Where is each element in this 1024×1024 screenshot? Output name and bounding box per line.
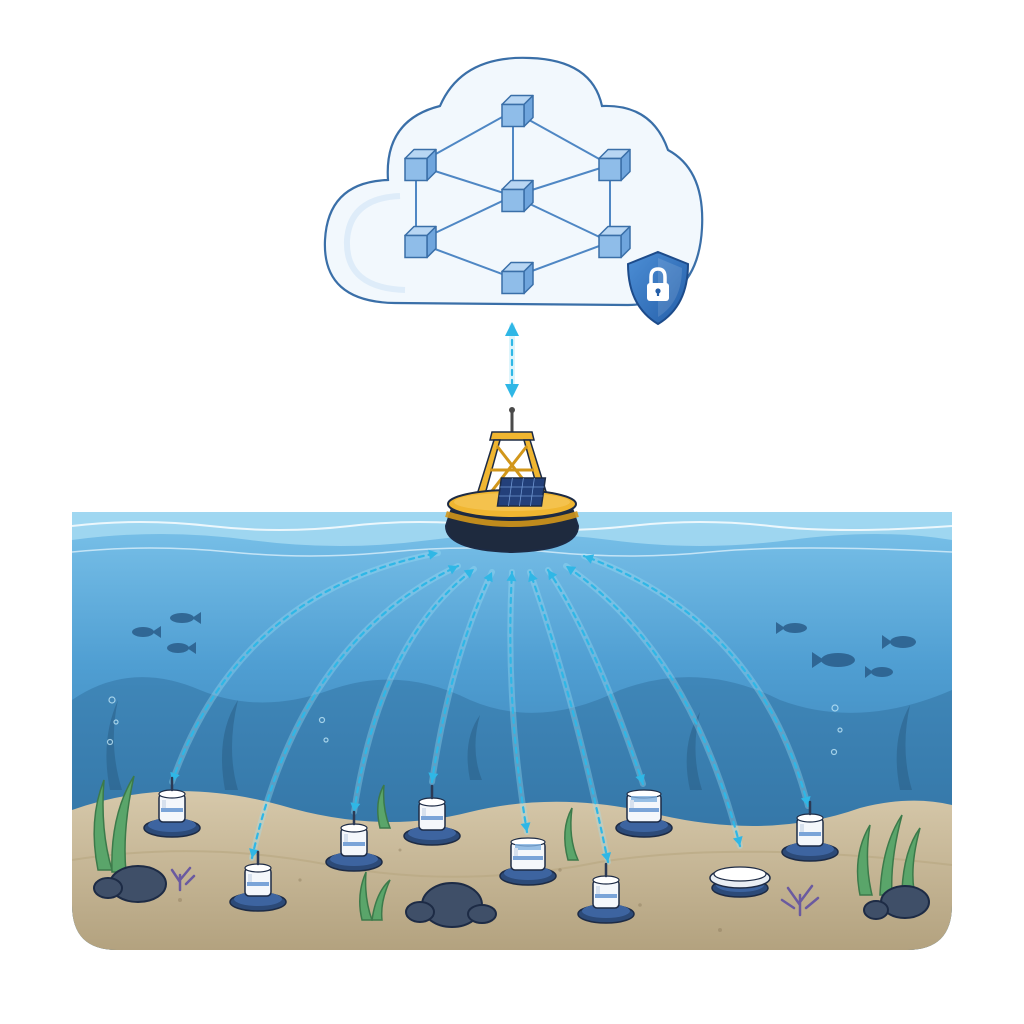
padlock-shield-icon — [628, 252, 688, 324]
blockchain-node-icon — [405, 227, 436, 258]
seabed-sensor-icon — [710, 867, 770, 897]
solar-panel-icon — [497, 478, 545, 506]
blockchain-node-icon — [405, 150, 436, 181]
blockchain-node-icon — [502, 96, 533, 127]
blockchain-node-icon — [599, 150, 630, 181]
blockchain-node-icon — [502, 181, 533, 212]
blockchain-node-icon — [502, 263, 533, 294]
blockchain-node-icon — [599, 227, 630, 258]
cloud-buoy-link — [505, 322, 519, 398]
